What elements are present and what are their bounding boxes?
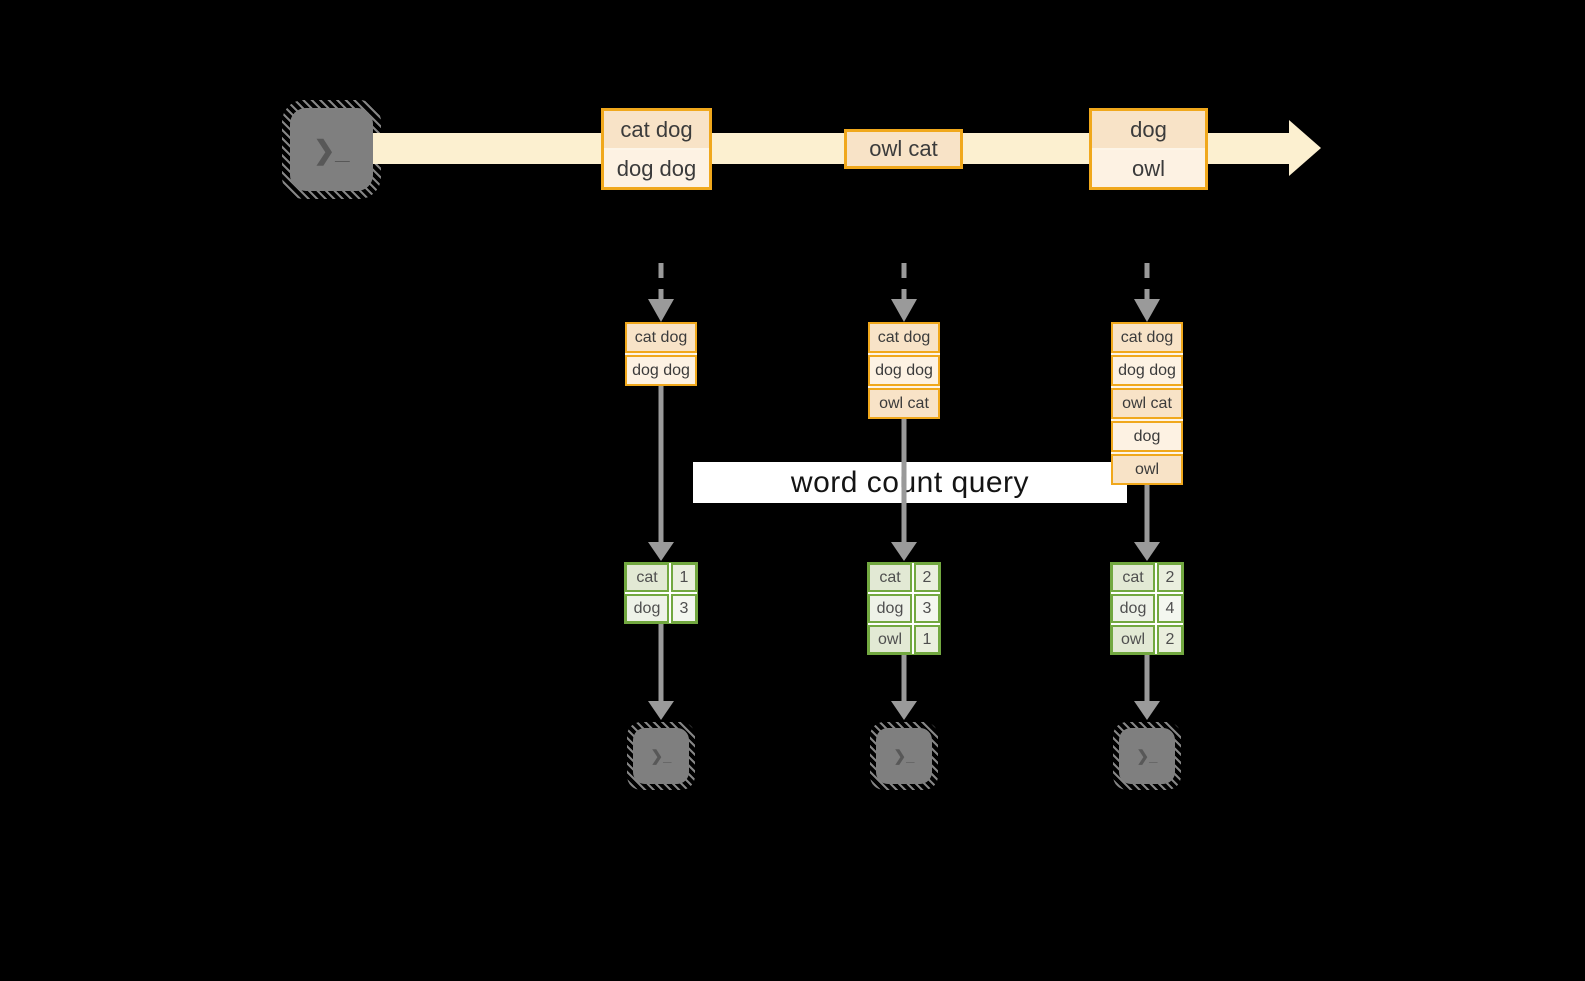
arrow-head-icon <box>1134 701 1160 720</box>
arrow-head-icon <box>1134 542 1160 561</box>
table-cell-count: 2 <box>914 563 940 592</box>
table-cell-word: dog <box>1111 594 1155 623</box>
arrow-head-icon <box>891 701 917 720</box>
arrow-head-icon <box>891 542 917 561</box>
table-cell-word: cat <box>625 563 669 592</box>
arrow-head-icon <box>648 542 674 561</box>
batch-message: owl cat <box>847 132 960 166</box>
message-buffer-3: cat dog dog dog owl cat dog owl <box>1111 322 1183 485</box>
message-buffer-1: cat dog dog dog <box>625 322 697 386</box>
buffer-item: dog dog <box>625 355 697 386</box>
table-cell-count: 1 <box>914 625 940 654</box>
buffer-item: owl cat <box>1111 388 1183 419</box>
batch-box-1: cat dog dog dog <box>601 108 712 190</box>
terminal-prompt-icon: ❯_ <box>313 134 350 165</box>
terminal-prompt-icon: ❯_ <box>893 747 915 765</box>
message-buffer-2: cat dog dog dog owl cat <box>868 322 940 419</box>
stream-arrowhead-icon <box>1289 120 1321 176</box>
buffer-item: cat dog <box>625 322 697 353</box>
table-cell-word: owl <box>868 625 912 654</box>
table-cell-count: 4 <box>1157 594 1183 623</box>
buffer-item: cat dog <box>868 322 940 353</box>
terminal-prompt-icon: ❯_ <box>1136 747 1158 765</box>
batch-message: dog <box>1092 111 1205 148</box>
table-cell-count: 3 <box>914 594 940 623</box>
source-terminal-icon: ❯_ <box>282 100 381 199</box>
word-count-table-1: cat 1 dog 3 <box>624 562 698 624</box>
table-cell-count: 3 <box>671 594 697 623</box>
buffer-item: dog dog <box>868 355 940 386</box>
batch-box-2: owl cat <box>844 129 963 169</box>
arrow-head-icon <box>891 299 917 322</box>
buffer-item: dog <box>1111 421 1183 452</box>
word-count-table-2: cat 2 dog 3 owl 1 <box>867 562 941 655</box>
table-cell-word: cat <box>1111 563 1155 592</box>
table-cell-count: 1 <box>671 563 697 592</box>
table-cell-count: 2 <box>1157 563 1183 592</box>
output-terminal-icon-2: ❯_ <box>870 722 938 790</box>
buffer-item: cat dog <box>1111 322 1183 353</box>
batch-message: dog dog <box>604 148 709 187</box>
buffer-item: dog dog <box>1111 355 1183 386</box>
table-cell-word: owl <box>1111 625 1155 654</box>
arrow-head-icon <box>648 299 674 322</box>
output-terminal-icon-3: ❯_ <box>1113 722 1181 790</box>
arrow-head-icon <box>1134 299 1160 322</box>
arrow-head-icon <box>648 701 674 720</box>
table-cell-word: dog <box>625 594 669 623</box>
table-cell-word: dog <box>868 594 912 623</box>
word-count-table-3: cat 2 dog 4 owl 2 <box>1110 562 1184 655</box>
buffer-item: owl <box>1111 454 1183 485</box>
terminal-prompt-icon: ❯_ <box>650 747 672 765</box>
table-cell-count: 2 <box>1157 625 1183 654</box>
output-terminal-icon-1: ❯_ <box>627 722 695 790</box>
batch-message: owl <box>1092 148 1205 187</box>
batch-box-3: dog owl <box>1089 108 1208 190</box>
buffer-item: owl cat <box>868 388 940 419</box>
batch-message: cat dog <box>604 111 709 148</box>
query-label: word count query <box>693 462 1127 503</box>
table-cell-word: cat <box>868 563 912 592</box>
